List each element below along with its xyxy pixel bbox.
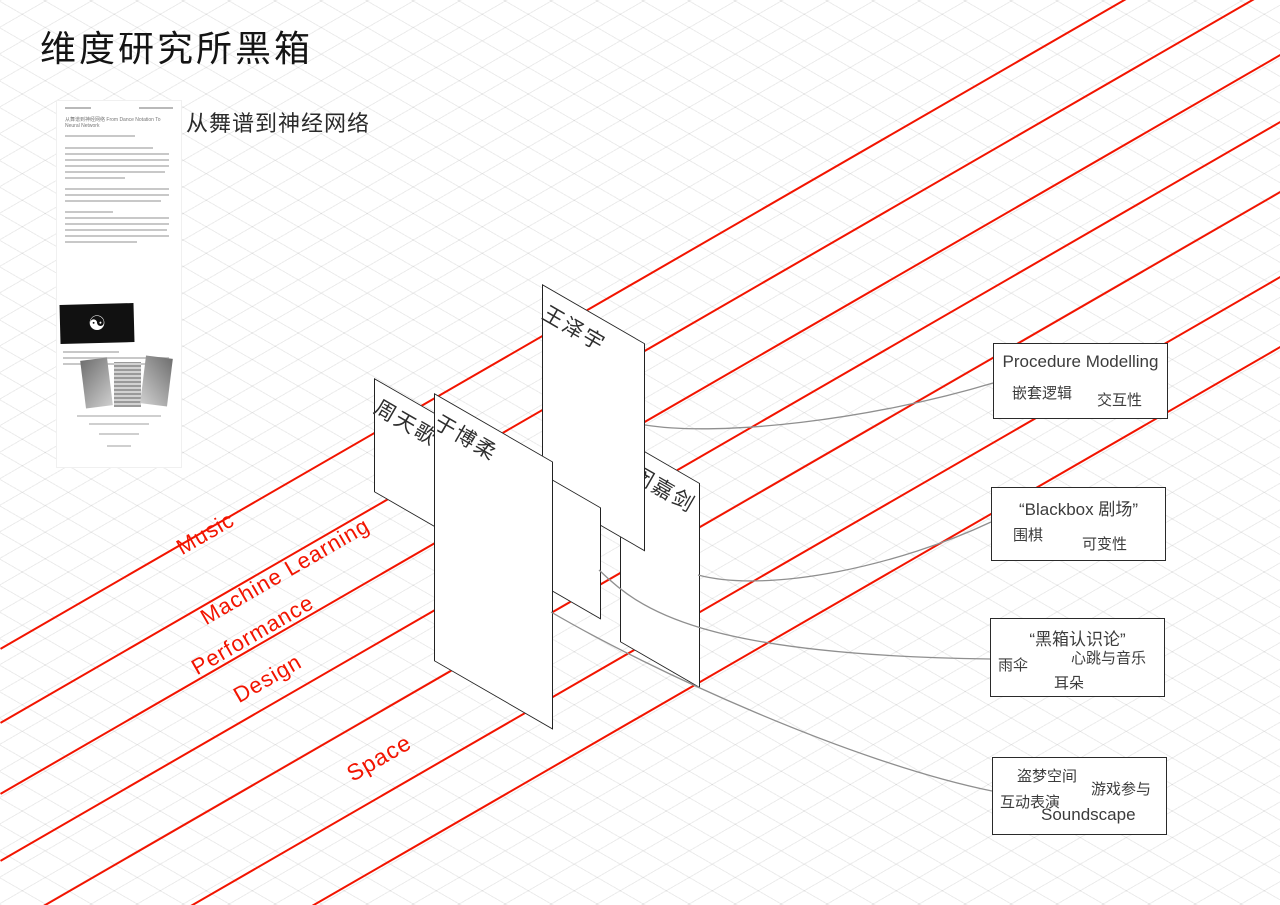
box-item-variability: 可变性 — [1082, 536, 1128, 553]
box-item-ear: 耳朵 — [1054, 675, 1085, 692]
box-item-umbrella: 雨伞 — [998, 657, 1029, 674]
doc-header-right — [139, 107, 173, 109]
box-item-heartbeat-music: 心跳与音乐 — [1071, 650, 1147, 667]
box-item-go: 围棋 — [1013, 527, 1044, 544]
doc-paragraph-3 — [57, 211, 181, 243]
box-blackbox-theatre-title: “Blackbox 剧场” — [1018, 500, 1139, 519]
doc-paragraph-2 — [57, 188, 181, 202]
box-procedure-modelling-title: Procedure Modelling — [1002, 352, 1159, 371]
box-item-game-participation: 游戏参与 — [1091, 781, 1152, 798]
box-blackbox-epistemology-title: “黑箱认识论” — [1029, 630, 1126, 649]
box-space-topics[interactable]: 盗梦空间 游戏参与 互动表演 Soundscape — [992, 757, 1167, 835]
box-item-interactive-performance: 互动表演 — [1000, 794, 1061, 811]
dimension-label-space: Space — [342, 728, 416, 787]
card-yuborou[interactable]: 于博柔 — [430, 393, 553, 730]
doc-image-1 — [80, 357, 113, 409]
wire-minjiajian-to-blackbox-theatre — [697, 521, 992, 582]
doc-subtitle-line — [65, 135, 135, 137]
box-item-inception: 盗梦空间 — [1017, 768, 1078, 785]
box-blackbox-epistemology[interactable]: “黑箱认识论” 雨伞 心跳与音乐 耳朵 — [990, 618, 1165, 697]
dimension-label-design: Design — [229, 648, 307, 708]
doc-image-3 — [140, 355, 173, 407]
doc-header-left — [65, 107, 91, 109]
page-title: 维度研究所黑箱 — [40, 28, 314, 69]
box-item-nested-logic: 嵌套逻辑 — [1012, 385, 1073, 402]
box-item-interactivity: 交互性 — [1097, 392, 1143, 409]
doc-title-line: 从舞谱到神经网络 From Dance Notation To Neural N… — [65, 117, 161, 129]
doc-paragraph-1 — [57, 147, 181, 179]
dimension-label-music: Music — [172, 506, 239, 560]
card-wangzeyu-label: 王泽宇 — [538, 302, 610, 357]
box-blackbox-theatre[interactable]: “Blackbox 剧场” 围棋 可变性 — [991, 487, 1166, 561]
doc-paragraph-5 — [57, 415, 181, 447]
document-thumbnail[interactable]: 从舞谱到神经网络 From Dance Notation To Neural N… — [56, 100, 182, 468]
document-heading: 从舞谱到神经网络 — [186, 111, 371, 136]
doc-image-2 — [114, 362, 141, 407]
box-procedure-modelling[interactable]: Procedure Modelling 嵌套逻辑 交互性 — [993, 343, 1168, 419]
doc-header-row — [65, 107, 173, 109]
yinyang-icon: ☯ — [59, 303, 135, 344]
box-item-soundscape: Soundscape — [1041, 805, 1136, 824]
